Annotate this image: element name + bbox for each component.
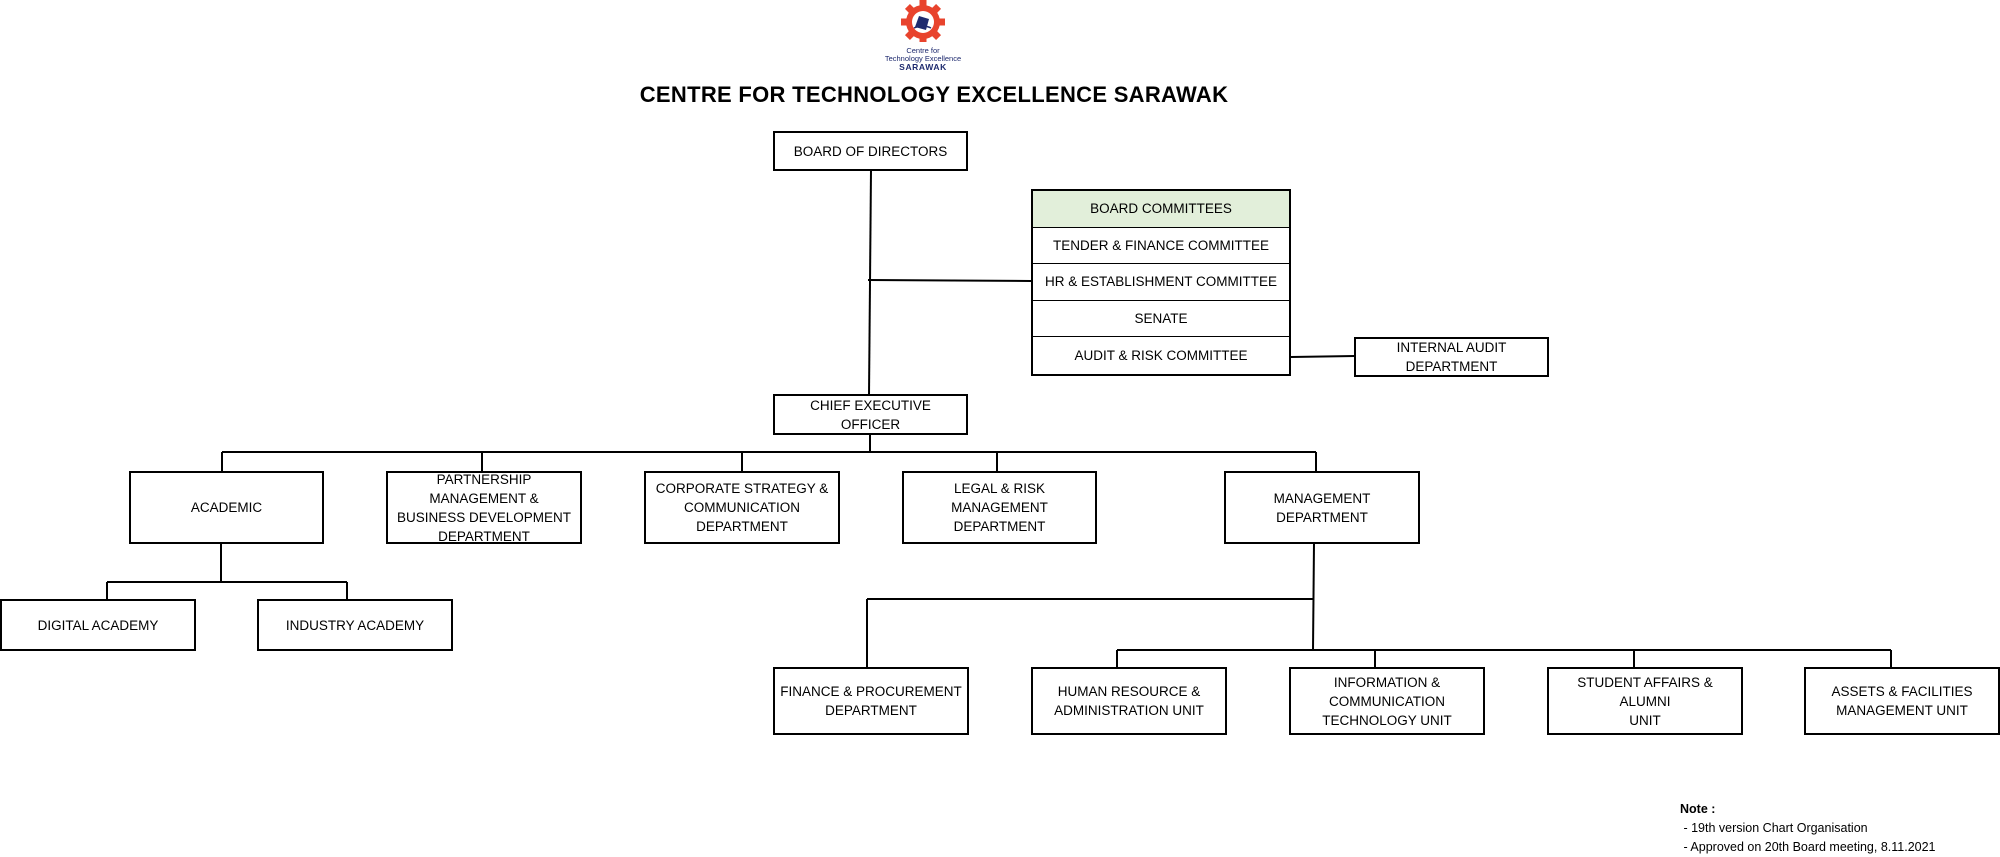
- digital-academy-box: DIGITAL ACADEMY: [0, 599, 196, 651]
- department-management: MANAGEMENT DEPARTMENT: [1224, 471, 1420, 544]
- chief-executive-officer-box: CHIEF EXECUTIVE OFFICER: [773, 394, 968, 435]
- unit-human-resource: HUMAN RESOURCE & ADMINISTRATION UNIT: [1031, 667, 1227, 735]
- connector-management-down: [1312, 542, 1315, 651]
- connector-board-ceo: [868, 169, 872, 396]
- connector-board-committees: [867, 279, 1032, 282]
- gear-logo-icon: [901, 0, 945, 44]
- department-academic: ACADEMIC: [129, 471, 324, 544]
- board-of-directors-box: BOARD OF DIRECTORS: [773, 131, 968, 171]
- unit-assets-facilities: ASSETS & FACILITIES MANAGEMENT UNIT: [1804, 667, 2000, 735]
- note-line-version: - 19th version Chart Organisation: [1680, 821, 1868, 835]
- committee-hr-establishment: HR & ESTABLISHMENT COMMITTEE: [1033, 264, 1289, 301]
- department-legal-risk: LEGAL & RISK MANAGEMENT DEPARTMENT: [902, 471, 1097, 544]
- committee-audit-risk: AUDIT & RISK COMMITTEE: [1074, 348, 1248, 364]
- committee-senate: SENATE: [1033, 301, 1289, 338]
- chart-note: Note : - 19th version Chart Organisation…: [1680, 800, 1936, 857]
- note-heading: Note :: [1680, 802, 1716, 816]
- logo-text-line-1: Centre for: [906, 46, 940, 55]
- industry-academy-box: INDUSTRY ACADEMY: [257, 599, 453, 651]
- department-corporate-strategy: CORPORATE STRATEGY & COMMUNICATION DEPAR…: [644, 471, 840, 544]
- board-committees-table: BOARD COMMITTEES TENDER & FINANCE COMMIT…: [1031, 189, 1291, 376]
- logo: Centre for Technology Excellence SARAWAK: [880, 0, 966, 71]
- logo-text-line-3: SARAWAK: [899, 62, 947, 72]
- unit-finance-procurement: FINANCE & PROCUREMENT DEPARTMENT: [773, 667, 969, 735]
- department-partnership-management: PARTNERSHIP MANAGEMENT & BUSINESS DEVELO…: [386, 471, 582, 544]
- unit-ict: INFORMATION & COMMUNICATION TECHNOLOGY U…: [1289, 667, 1485, 735]
- board-committees-heading: BOARD COMMITTEES: [1033, 191, 1289, 228]
- logo-text-line-2: Technology Excellence: [884, 54, 962, 63]
- committee-tender-finance: TENDER & FINANCE COMMITTEE: [1033, 228, 1289, 265]
- page-title: CENTRE FOR TECHNOLOGY EXCELLENCE SARAWAK: [639, 82, 1229, 107]
- connector-audit: [1290, 355, 1356, 358]
- unit-student-affairs: STUDENT AFFAIRS & ALUMNI UNIT: [1547, 667, 1743, 735]
- internal-audit-department-box: INTERNAL AUDIT DEPARTMENT: [1354, 337, 1549, 377]
- note-line-approved: - Approved on 20th Board meeting, 8.11.2…: [1680, 840, 1936, 854]
